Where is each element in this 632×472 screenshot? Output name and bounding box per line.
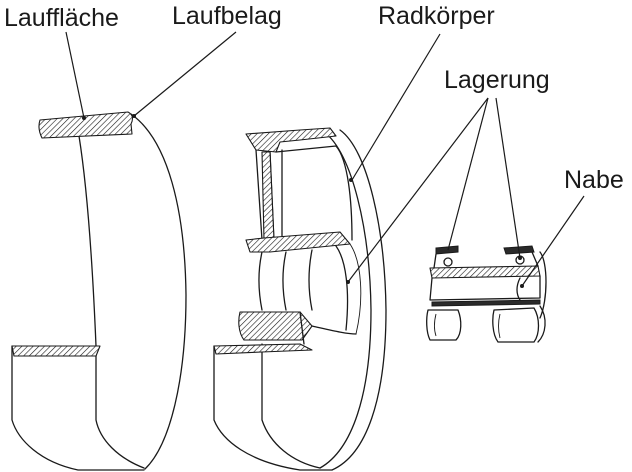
body-hub-ring-lower [238,311,313,341]
body-flange-top [245,127,337,153]
leader-lager-3 [495,97,521,259]
bearing-bottom-right [492,307,540,343]
leader-lauffl [65,31,85,119]
leader-lager-1 [347,97,489,283]
leader-rad [351,33,441,181]
bearing-hub-assembly [426,245,547,343]
body-hub-ring [245,231,351,253]
label-rad: Radkörper [378,2,495,30]
tire-band [11,111,187,471]
body-rim-bottom [213,343,313,355]
leader-lager-2 [447,97,489,251]
leader-belag [133,31,237,117]
bearing-top-left [435,245,459,255]
wheel-body [213,127,387,471]
tread-section-bottom [11,345,101,357]
hub-tube [429,265,541,279]
label-belag: Laufbelag [172,2,282,30]
tread-section-top [38,111,133,139]
body-web-upper [261,151,275,241]
label-lauffl: Lauffläche [4,4,119,32]
bearing-bottom-left [426,309,462,341]
leader-nabe [521,195,585,287]
label-lager: Lagerung [444,66,550,94]
bearing-bottom-bar [431,299,541,307]
label-nabe: Nabe [564,166,624,194]
